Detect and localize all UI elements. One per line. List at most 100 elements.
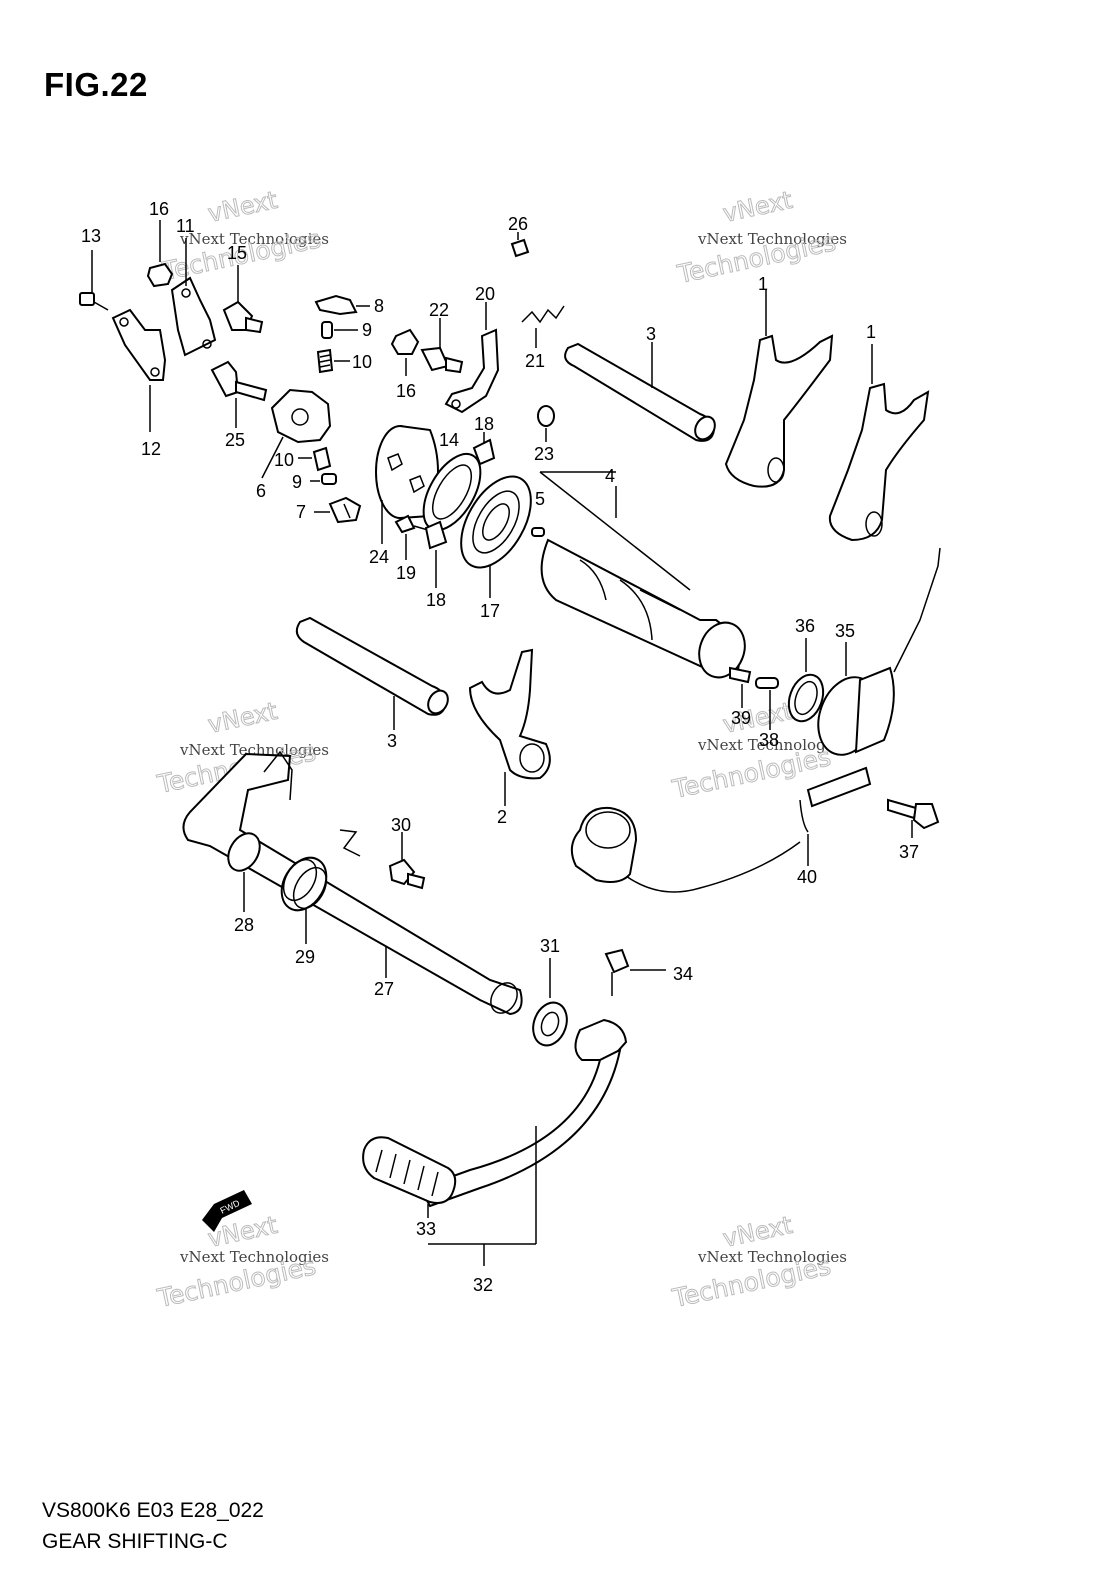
label-6: 6 <box>256 481 266 501</box>
part-32-shift-pedal <box>418 1018 628 1266</box>
label-36: 36 <box>795 616 815 636</box>
part-30-bolt <box>388 832 426 890</box>
part-14-washer <box>422 453 482 531</box>
label-17: 17 <box>480 601 500 621</box>
part-23-washer <box>537 405 555 442</box>
part-7-pawl <box>314 496 362 524</box>
part-16-nut-center <box>390 328 420 376</box>
cable-wire <box>625 841 801 893</box>
label-18b: 18 <box>426 590 446 610</box>
part-8-pawl <box>314 294 370 316</box>
part-3-shaft-upper <box>564 342 716 442</box>
part-40-clamp <box>799 766 872 866</box>
label-34: 34 <box>673 964 693 984</box>
label-8: 8 <box>374 296 384 316</box>
label-5: 5 <box>535 489 545 509</box>
label-10b: 10 <box>274 450 294 470</box>
part-26-pin <box>510 232 530 258</box>
label-1b: 1 <box>866 322 876 342</box>
label-37: 37 <box>899 842 919 862</box>
part-35-switch <box>817 547 941 756</box>
part-17-bearing <box>460 475 532 598</box>
label-16a: 16 <box>149 199 169 219</box>
label-9b: 9 <box>292 472 302 492</box>
label-35: 35 <box>835 621 855 641</box>
svg-text:vNext: vNext <box>720 1211 794 1253</box>
label-3a: 3 <box>646 324 656 344</box>
part-22-bolt <box>420 318 464 374</box>
part-31-seal <box>532 958 568 1047</box>
part-34-bolt <box>604 948 666 996</box>
label-12: 12 <box>141 439 161 459</box>
label-20: 20 <box>475 284 495 304</box>
footer-model-code: VS800K6 E03 E28_022 <box>42 1499 264 1522</box>
svg-text:vNext Technologies: vNext Technologies <box>179 741 329 759</box>
label-26: 26 <box>508 214 528 234</box>
part-11-plate <box>170 238 217 357</box>
label-39: 39 <box>731 708 751 728</box>
part-37-bolt <box>887 798 940 838</box>
label-11: 11 <box>176 216 195 236</box>
label-40: 40 <box>797 867 817 887</box>
label-4: 4 <box>605 466 615 486</box>
label-22: 22 <box>429 300 449 320</box>
label-19: 19 <box>396 563 416 583</box>
part-28-collar <box>227 832 261 912</box>
part-21-spring <box>521 305 565 348</box>
label-2: 2 <box>497 807 507 827</box>
label-28: 28 <box>234 915 254 935</box>
svg-text:vNext Technologies: vNext Technologies <box>697 736 847 754</box>
part-9-pin-lower <box>310 473 337 485</box>
part-6-cam <box>261 388 332 479</box>
part-12-plate <box>111 308 167 432</box>
svg-text:vNext: vNext <box>205 186 279 228</box>
part-number-labels: 1 1 2 3 3 4 5 6 7 8 9 9 10 10 11 12 13 1… <box>81 199 919 1295</box>
label-13: 13 <box>81 226 101 246</box>
watermark-bottom-left: vNext vNext Technologies Technologies <box>154 1210 329 1313</box>
connector-plug <box>570 806 638 883</box>
label-21: 21 <box>525 351 545 371</box>
part-38-pin <box>755 677 779 730</box>
part-1-fork-b <box>828 344 930 542</box>
figure-title: FIG.22 <box>44 66 148 103</box>
label-38: 38 <box>759 730 779 750</box>
label-27: 27 <box>374 979 394 999</box>
label-10a: 10 <box>352 352 372 372</box>
part-16-nut <box>146 220 174 288</box>
label-3b: 3 <box>387 731 397 751</box>
svg-text:vNext Technologies: vNext Technologies <box>179 230 329 248</box>
part-20-arm <box>444 302 500 414</box>
label-14: 14 <box>439 430 459 450</box>
label-9a: 9 <box>362 320 372 340</box>
label-23: 23 <box>534 444 554 464</box>
label-24: 24 <box>369 547 389 567</box>
svg-text:vNext Technologies: vNext Technologies <box>179 1248 329 1266</box>
svg-text:vNext Technologies: vNext Technologies <box>697 1248 847 1266</box>
part-19-screw <box>394 514 429 560</box>
part-10-spring-lower <box>298 446 332 472</box>
footer-section-name: GEAR SHIFTING-C <box>42 1530 228 1553</box>
part-9-pin-upper <box>321 321 358 339</box>
label-32: 32 <box>473 1275 493 1295</box>
svg-text:vNext: vNext <box>205 697 279 739</box>
label-1a: 1 <box>758 274 768 294</box>
label-7: 7 <box>296 502 306 522</box>
label-31: 31 <box>540 936 560 956</box>
part-4-shift-drum <box>539 471 746 679</box>
part-18-plate-upper <box>472 432 496 466</box>
label-18a: 18 <box>474 414 494 434</box>
part-36-o-ring <box>787 638 825 723</box>
part-10-spring-upper <box>316 348 350 374</box>
part-15-pin <box>222 265 264 334</box>
part-18-plate-lower <box>424 520 448 588</box>
part-33-pedal-rubber <box>362 1136 457 1218</box>
part-5-pin <box>531 527 545 537</box>
part-3-shaft-lower <box>295 616 449 730</box>
watermark-bottom-right: vNext vNext Technologies Technologies <box>669 1210 847 1313</box>
part-1-fork-a <box>724 290 834 488</box>
label-16b: 16 <box>396 381 416 401</box>
svg-text:vNext Technologies: vNext Technologies <box>697 230 847 248</box>
label-25: 25 <box>225 430 245 450</box>
part-2-fork <box>468 648 551 806</box>
